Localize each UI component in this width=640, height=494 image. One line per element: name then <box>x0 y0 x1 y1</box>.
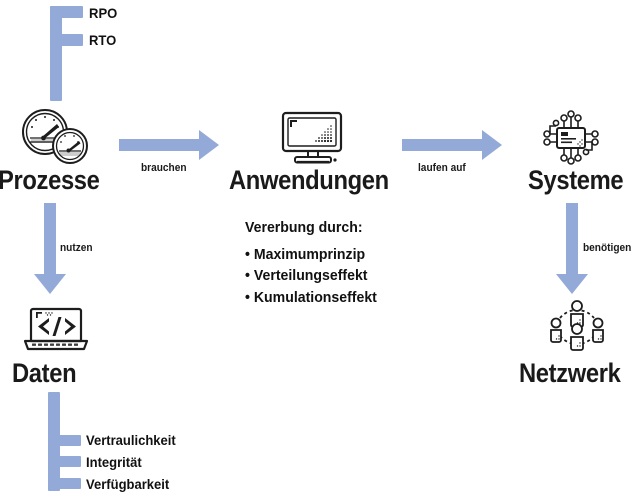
bracket-label-integritaet: Integrität <box>86 454 142 470</box>
desktop-monitor-icon <box>279 110 347 166</box>
bracket-label-rto: RTO <box>89 32 117 48</box>
bracket-label-rpo: RPO <box>89 5 118 21</box>
arrow-prozesse-to-anwendungen <box>119 130 219 160</box>
node-title-systeme: Systeme <box>528 165 624 195</box>
inheritance-heading: Vererbung durch: <box>245 219 363 236</box>
edge-label-benoetigen: benötigen <box>583 242 632 254</box>
bracket-daten-schutzziele-branch-1 <box>48 456 81 467</box>
inheritance-item-1: • Verteilungseffekt <box>245 265 377 286</box>
bracket-prozesse-objectives-branch-1 <box>50 34 83 46</box>
node-title-netzwerk: Netzwerk <box>519 358 621 388</box>
inheritance-item-label: Verteilungseffekt <box>253 267 368 285</box>
bullet-icon: • <box>245 267 250 285</box>
bracket-label-verfuegbarkeit: Verfügbarkeit <box>86 476 170 492</box>
edge-label-brauchen: brauchen <box>141 162 187 174</box>
bracket-daten-schutzziele-branch-0 <box>48 435 81 446</box>
inheritance-item-label: Kumulationseffekt <box>253 288 377 306</box>
node-title-anwendungen: Anwendungen <box>229 165 389 195</box>
bracket-prozesse-objectives-stem <box>50 6 62 101</box>
bullet-icon: • <box>245 288 250 306</box>
bracket-prozesse-objectives-branch-0 <box>50 6 83 18</box>
bracket-daten-schutzziele-branch-2 <box>48 478 81 489</box>
edge-label-laufen-auf: laufen auf <box>418 162 466 174</box>
inheritance-item-2: • Kumulationseffekt <box>245 287 377 308</box>
node-title-prozesse: Prozesse <box>0 165 100 195</box>
arrow-anwendungen-to-systeme <box>402 130 502 160</box>
inheritance-item-0: • Maximumprinzip <box>245 244 377 265</box>
laptop-code-icon <box>20 303 92 355</box>
inheritance-block: Vererbung durch: • Maximumprinzip • Vert… <box>245 219 385 308</box>
arrow-systeme-to-netzwerk <box>556 203 588 296</box>
arrow-prozesse-to-daten <box>34 203 66 296</box>
node-title-daten: Daten <box>12 358 77 388</box>
bracket-label-vertraulichkeit: Vertraulichkeit <box>86 432 176 448</box>
inheritance-item-label: Maximumprinzip <box>253 246 366 263</box>
network-people-icon <box>546 298 608 356</box>
edge-label-nutzen: nutzen <box>60 242 93 254</box>
microchip-icon <box>540 108 602 166</box>
bullet-icon: • <box>245 246 250 263</box>
gauges-icon <box>18 108 90 166</box>
